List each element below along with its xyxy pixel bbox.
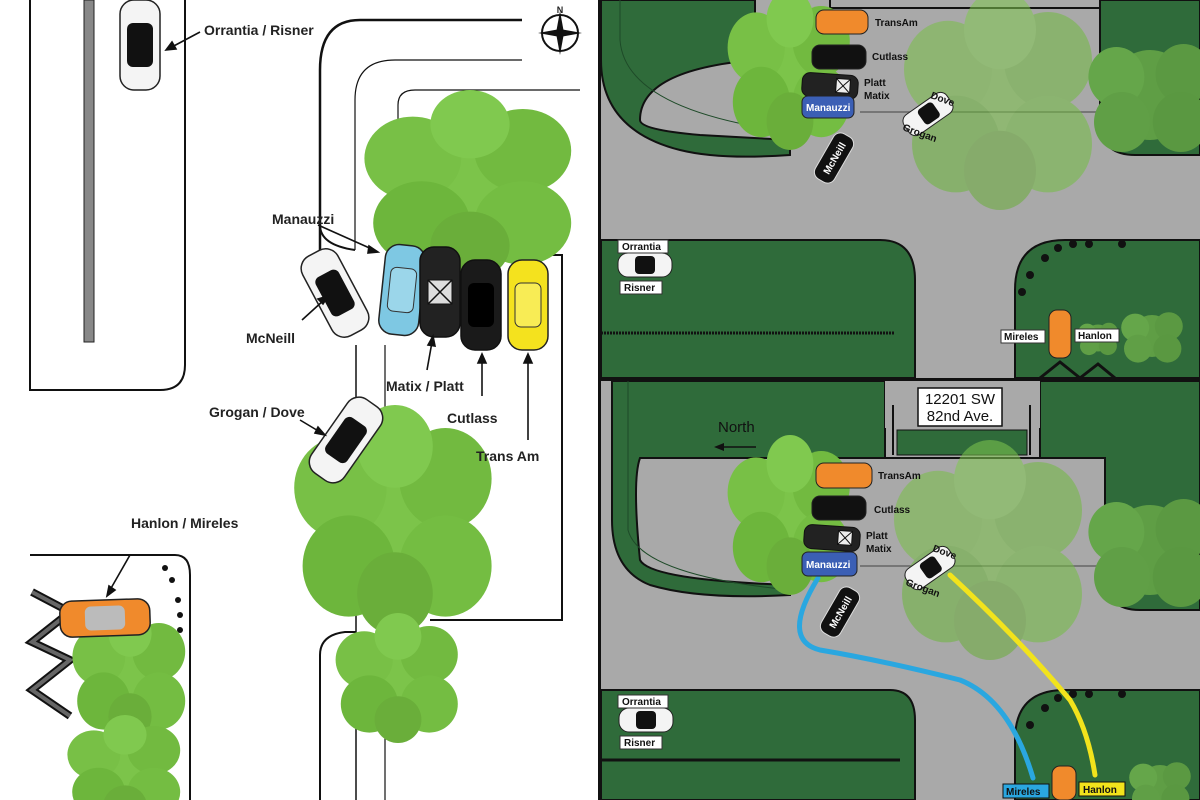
- address-line-2: 82nd Ave.: [927, 408, 993, 425]
- car-cutlass-top: [811, 44, 867, 70]
- car-platt-bottom: [803, 524, 861, 552]
- tag-tr-hanlon: Hanlon: [1078, 331, 1112, 342]
- tree-tr-2: [1088, 44, 1200, 152]
- car-orrantia-top: [617, 252, 673, 278]
- car-hanlon-mireles: [59, 598, 151, 638]
- tag-br-hanlon: Hanlon: [1083, 785, 1117, 796]
- car-cutlass: [460, 259, 502, 351]
- tag-br-cutlass: Cutlass: [874, 505, 911, 516]
- label-manauzzi: Manauzzi: [272, 211, 334, 227]
- car-platt-top: [801, 72, 859, 100]
- address-line-1: 12201 SW: [925, 391, 996, 408]
- label-grogan-dove: Grogan / Dove: [209, 404, 305, 420]
- car-orrantia-bottom: [618, 707, 674, 733]
- tag-tr-matix: Matix: [864, 91, 890, 102]
- car-trans-am: [507, 259, 549, 351]
- blue-path: [797, 575, 1036, 781]
- label-mcneill: McNeill: [246, 330, 295, 346]
- median-stripe: [83, 0, 95, 343]
- label-cutlass: Cutlass: [447, 410, 498, 426]
- grass-bottom-left: [600, 239, 916, 379]
- grass-br-bottom-left: [600, 689, 916, 800]
- tag-tr-cutlass: Cutlass: [872, 52, 909, 63]
- north-label: North: [718, 419, 755, 436]
- tag-tr-orrantia: Orrantia: [622, 242, 661, 253]
- car-grogan-dove: [308, 396, 384, 484]
- car-mcneill: [300, 248, 370, 338]
- tag-tr-risner: Risner: [624, 283, 655, 294]
- car-manauzzi: [378, 243, 426, 337]
- car-transam-top: [815, 9, 869, 35]
- label-arrows: [105, 31, 534, 598]
- tag-tr-manauzzi: Manauzzi: [806, 103, 851, 114]
- tag-br-risner: Risner: [624, 738, 655, 749]
- left-panel: N: [0, 0, 598, 800]
- tag-br-mireles: Mireles: [1006, 787, 1041, 798]
- compass-letter: N: [557, 5, 564, 15]
- label-matix-platt: Matix / Platt: [386, 378, 464, 394]
- tag-br-platt: Platt: [866, 531, 888, 542]
- tag-br-manauzzi: Manauzzi: [806, 560, 851, 571]
- tree-br-3: [1129, 762, 1191, 800]
- label-orrantia-risner: Orrantia / Risner: [204, 22, 314, 38]
- car-manauzzi-top: [801, 95, 855, 119]
- tree-br-2: [1088, 499, 1200, 607]
- car-dove-bottom: [904, 545, 956, 591]
- tag-br-matix: Matix: [866, 544, 892, 555]
- compass-rose-icon: N: [538, 5, 582, 55]
- car-hanlon-bottom: [1051, 765, 1077, 800]
- top-right-panel: McNeill TransAm Cutlass Platt Matix Mana…: [600, 0, 1200, 380]
- car-mireles-top: [1048, 309, 1072, 359]
- north-arrow-icon: [714, 443, 756, 451]
- address-sign: [917, 387, 1003, 427]
- car-cutlass-bottom: [811, 495, 867, 521]
- yellow-path: [947, 572, 1098, 778]
- dots-top: [1018, 240, 1126, 296]
- tag-br-orrantia: Orrantia: [622, 697, 661, 708]
- tag-br-transam: TransAm: [878, 471, 921, 482]
- curb-main-left: [318, 18, 522, 250]
- car-manauzzi-bottom: [801, 551, 858, 577]
- car-transam-bottom: [815, 462, 873, 489]
- tree-tr-3: [1121, 312, 1183, 363]
- label-trans-am: Trans Am: [476, 448, 539, 464]
- car-dove-top: [902, 91, 954, 137]
- dots-bottom: [1026, 690, 1126, 729]
- car-orrantia-risner: [119, 0, 161, 91]
- curb-top-left: [29, 0, 186, 391]
- label-hanlon-mireles: Hanlon / Mireles: [131, 515, 239, 531]
- bottom-right-panel: 12201 SW 82nd Ave. North McNeill: [600, 380, 1200, 800]
- tag-tr-mireles: Mireles: [1004, 332, 1039, 343]
- tag-tr-platt: Platt: [864, 78, 886, 89]
- tag-tr-transam: TransAm: [875, 18, 918, 29]
- car-matix-platt: [419, 246, 461, 338]
